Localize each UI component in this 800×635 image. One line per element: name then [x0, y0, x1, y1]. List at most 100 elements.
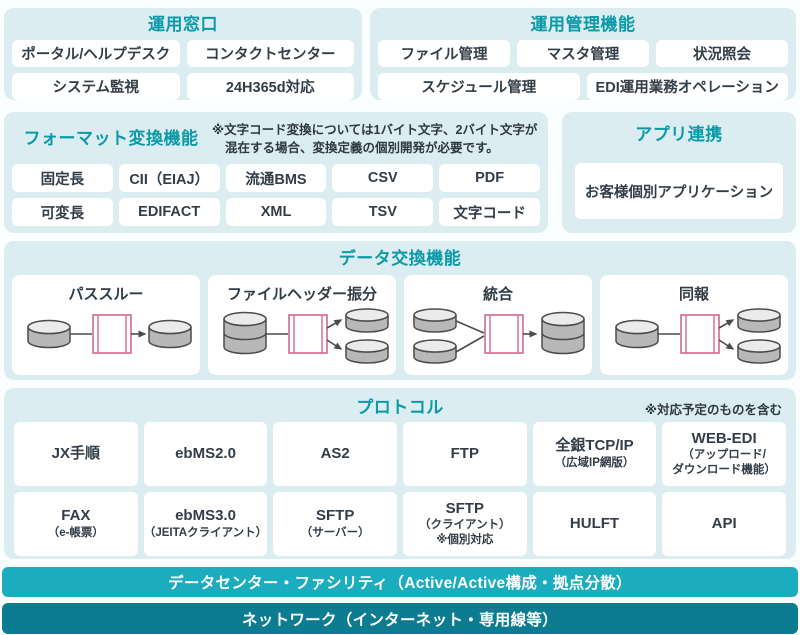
passthrough-diagram — [27, 314, 192, 354]
process-icon — [484, 314, 524, 354]
format-conversion-note: ※文字コード変換については1バイト文字、2バイト文字が 混在する場合、変換定義の… — [212, 121, 537, 157]
protocol-chip-sub: （e-帳票） — [47, 526, 104, 539]
app-integration-panel: アプリ連携 お客様個別アプリケーション — [562, 112, 796, 233]
feature-chip: システム監視 — [12, 73, 180, 100]
format-chip: EDIFACT — [118, 198, 220, 227]
protocol-chip-label: WEB-EDI — [691, 429, 757, 447]
format-chip: CII（EIAJ） — [118, 164, 220, 193]
protocol-chip: API — [662, 492, 786, 556]
broadcast-diagram — [615, 308, 781, 364]
format-chip: 文字コード — [439, 198, 540, 227]
operations-window-panel: 運用窓口 ポータル/ヘルプデスク コンタクトセンター システム監視 24H365… — [4, 8, 362, 100]
protocol-chip: HULFT — [532, 492, 657, 556]
protocol-chip-label: SFTP — [445, 499, 484, 517]
exchange-card-label: パススルー — [68, 286, 144, 303]
protocol-chip-sub: （サーバー） — [300, 526, 370, 539]
protocol-panel: プロトコル ※対応予定のものを含む JX手順 ebMS2.0 AS2 FTP — [4, 388, 796, 559]
data-exchange-heading: データ交換機能 — [338, 249, 462, 268]
feature-chip: コンタクトセンター — [186, 40, 354, 67]
process-icon — [680, 314, 720, 354]
format-chip: 可変長 — [12, 198, 113, 227]
protocol-chip-label: ebMS3.0 — [175, 507, 236, 525]
app-integration-chip: お客様個別アプリケーション — [575, 163, 783, 219]
format-conversion-heading: フォーマット変換機能 — [23, 129, 199, 149]
protocol-chip-sub: （JEITAクライアント） — [143, 526, 268, 539]
database-icon — [737, 308, 781, 333]
protocol-note: ※対応予定のものを含む — [644, 403, 782, 417]
feature-chip: ポータル/ヘルプデスク — [12, 40, 180, 67]
protocol-chip: WEB-EDI （アップロード/ ダウンロード機能） — [662, 422, 786, 486]
network-bar: ネットワーク（インターネット・専用線等） — [2, 603, 798, 634]
protocol-chip: FAX （e-帳票） — [14, 492, 138, 556]
protocol-chip: SFTP （サーバー） — [273, 492, 397, 556]
feature-chip: ファイル管理 — [378, 40, 510, 67]
format-conversion-chips: 固定長 CII（EIAJ） 流通BMS CSV PDF 可変長 EDIFACT … — [4, 157, 548, 227]
protocol-chip-sub: （アップロード/ — [682, 449, 766, 462]
operations-management-heading: 運用管理機能 — [530, 15, 636, 34]
protocol-chip-label: JX手順 — [51, 444, 100, 462]
format-chip: TSV — [332, 198, 434, 227]
database-icon — [413, 308, 457, 333]
exchange-card-integration: 統合 — [404, 275, 592, 375]
database-icon — [345, 308, 389, 333]
protocol-chip-label: AS2 — [320, 444, 350, 462]
protocol-chip: FTP — [402, 422, 527, 486]
exchange-card-label: 同報 — [678, 286, 709, 303]
format-chip: CSV — [332, 164, 434, 193]
protocol-chip-label: FTP — [450, 444, 479, 462]
operations-window-chips: ポータル/ヘルプデスク コンタクトセンター システム監視 24H365d対応 — [4, 36, 362, 100]
operations-management-row1: ファイル管理 マスタ管理 状況照会 — [370, 36, 796, 67]
datacenter-facility-bar: データセンター・ファシリティ（Active/Active構成・拠点分散） — [2, 567, 798, 597]
protocol-chip-label: ebMS2.0 — [175, 444, 236, 462]
protocol-chip-label: SFTP — [315, 507, 355, 525]
process-icon — [288, 314, 328, 354]
exchange-card-broadcast: 同報 — [600, 275, 788, 375]
exchange-card-passthrough: パススルー — [12, 275, 200, 375]
database-icon — [413, 339, 457, 364]
protocol-chip-label: API — [711, 514, 737, 532]
protocol-chip: AS2 — [273, 422, 397, 486]
format-chip: 流通BMS — [225, 164, 327, 193]
database-icon — [615, 319, 659, 349]
protocol-chip-sub: （クライアント） — [419, 519, 511, 532]
protocol-heading: プロトコル — [356, 398, 444, 417]
protocol-chip: 全銀TCP/IP （広域IP網版） — [532, 422, 657, 486]
exchange-card-label: 統合 — [482, 286, 513, 303]
protocol-chip-label: FAX — [61, 507, 91, 525]
operations-window-heading: 運用窓口 — [148, 15, 218, 34]
protocol-chip-sub: ※個別対応 — [436, 534, 494, 547]
database-stack-icon — [223, 311, 267, 355]
database-icon — [345, 339, 389, 364]
database-icon — [737, 339, 781, 364]
format-conversion-header: フォーマット変換機能 ※文字コード変換については1バイト文字、2バイト文字が 混… — [4, 112, 548, 157]
feature-chip: マスタ管理 — [517, 40, 649, 67]
exchange-card-label: ファイルヘッダー振分 — [226, 286, 377, 303]
protocol-chip: JX手順 — [14, 422, 138, 486]
format-conversion-panel: フォーマット変換機能 ※文字コード変換については1バイト文字、2バイト文字が 混… — [4, 112, 548, 233]
operations-management-row2: スケジュール管理 EDI運用業務オペレーション — [370, 67, 796, 100]
feature-chip: スケジュール管理 — [378, 73, 580, 100]
database-stack-icon — [541, 311, 585, 355]
protocol-chip: ebMS2.0 — [143, 422, 268, 486]
feature-chip: 状況照会 — [656, 40, 788, 67]
format-chip: XML — [225, 198, 327, 227]
operations-management-panel: 運用管理機能 ファイル管理 マスタ管理 状況照会 スケジュール管理 EDI運用業… — [370, 8, 796, 100]
data-exchange-cards: パススルー — [4, 270, 796, 375]
protocol-chip: SFTP （クライアント） ※個別対応 — [402, 492, 527, 556]
note-line: 混在する場合、変換定義の個別開発が必要です。 — [225, 141, 499, 156]
protocol-chip: ebMS3.0 （JEITAクライアント） — [143, 492, 268, 556]
process-icon — [92, 314, 132, 354]
integration-diagram — [413, 308, 585, 364]
header-sorting-diagram — [223, 308, 389, 364]
protocol-chip-sub: ダウンロード機能） — [672, 464, 776, 477]
protocol-header: プロトコル ※対応予定のものを含む — [4, 388, 796, 420]
format-chip: PDF — [439, 164, 540, 193]
feature-chip: EDI運用業務オペレーション — [586, 73, 788, 100]
data-exchange-panel: データ交換機能 パススルー — [4, 241, 796, 380]
protocol-chip-label: 全銀TCP/IP — [555, 437, 634, 455]
protocol-chip-label: HULFT — [569, 514, 620, 532]
protocol-chip-sub: （広域IP網版） — [554, 456, 635, 469]
protocol-chips: JX手順 ebMS2.0 AS2 FTP 全銀TCP/IP （広 — [4, 420, 796, 556]
feature-chip: 24H365d対応 — [186, 73, 354, 100]
